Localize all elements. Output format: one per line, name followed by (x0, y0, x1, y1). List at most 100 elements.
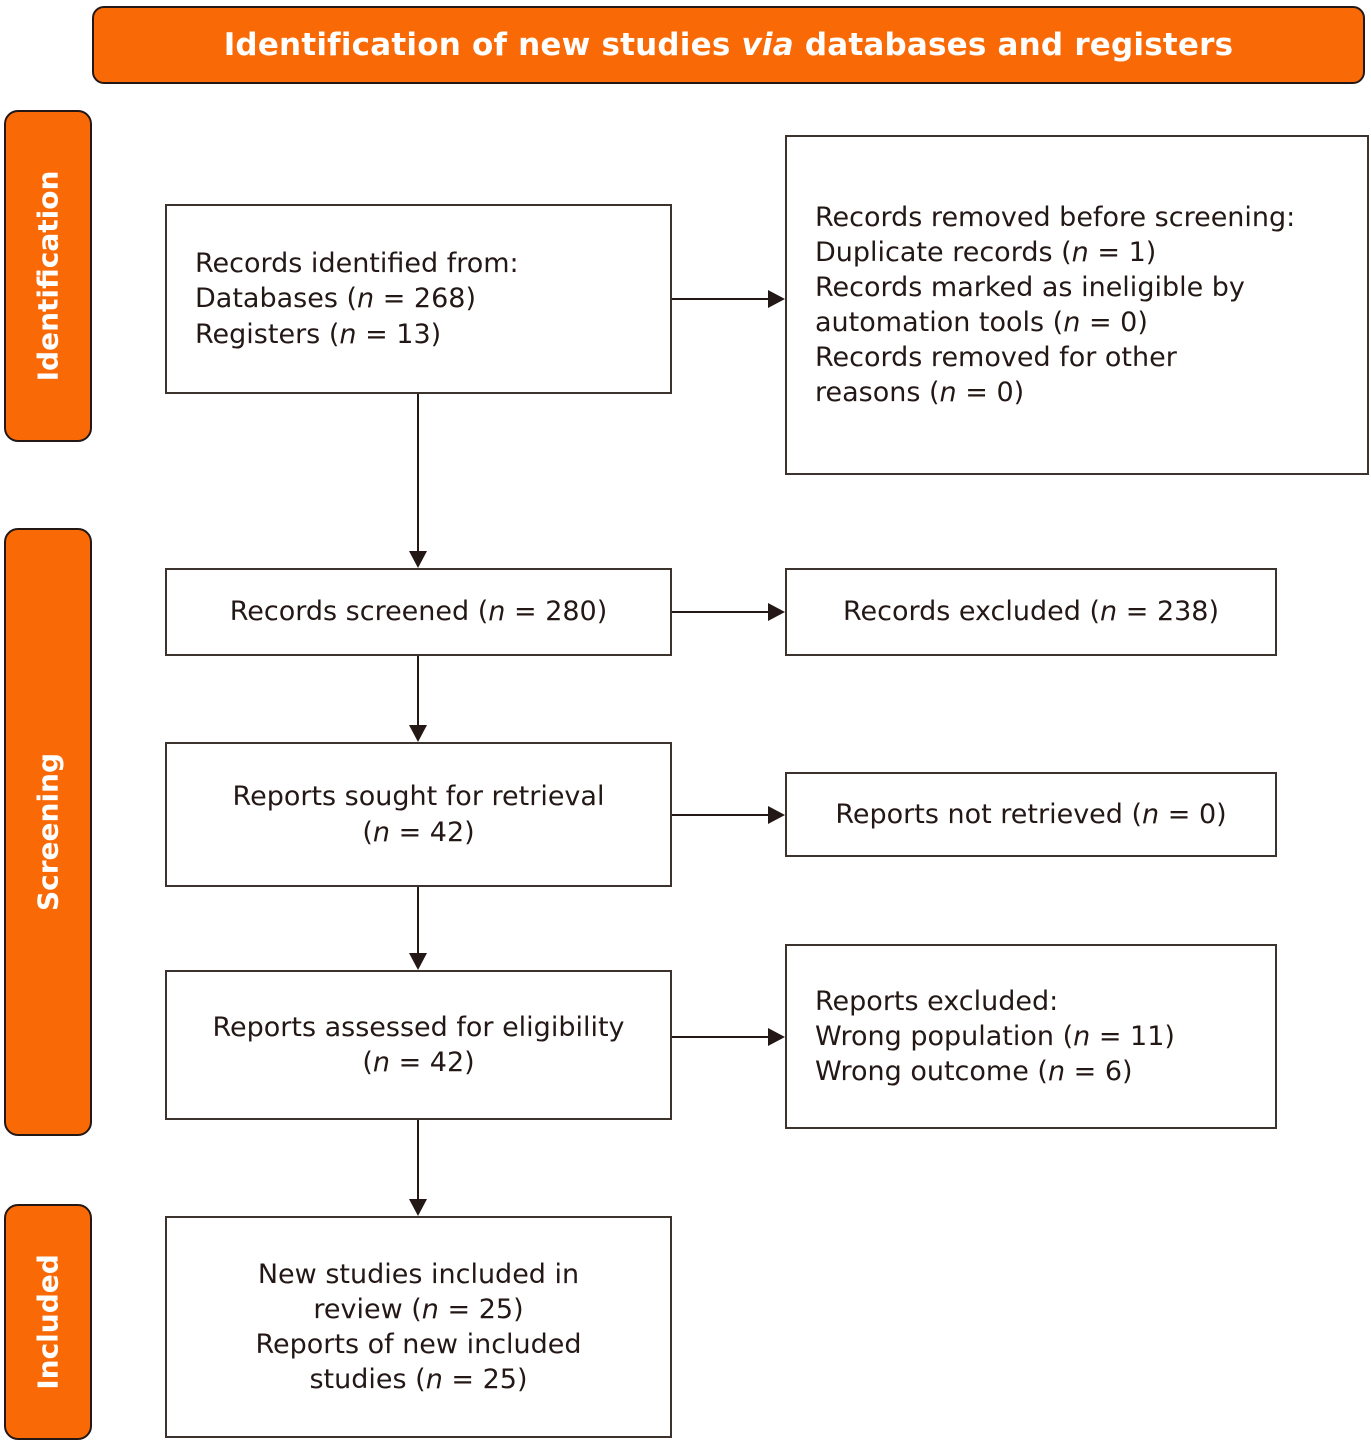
box-reports-excluded-reasons: Reports excluded: Wrong population (n = … (785, 944, 1277, 1129)
connector-screened-to-excluded (672, 611, 768, 613)
reports-not-retrieved-count: = 0) (1159, 798, 1227, 830)
stage-tab-identification: Identification (4, 110, 92, 442)
connector-screened-to-sought (417, 656, 419, 725)
box-new-studies-line-2: review (n = 25) (313, 1292, 523, 1327)
box-reports-sought-line-2: (n = 42) (362, 815, 474, 850)
box-records-removed-before-screening: Records removed before screening: Duplic… (785, 135, 1369, 475)
box-records-screened: Records screened (n = 280) (165, 568, 672, 656)
stage-label-identification: Identification (31, 170, 65, 382)
box-reports-excluded-line-2: Wrong population (n = 11) (787, 1019, 1275, 1054)
wrong-population-n-symbol: n (1073, 1020, 1091, 1052)
wrong-outcome-count: = 6) (1065, 1056, 1133, 1088)
connector-identified-to-screened (417, 394, 419, 551)
arrow-down-icon (409, 551, 427, 568)
box-records-removed-line-6: reasons (n = 0) (787, 375, 1367, 410)
box-reports-not-retrieved-line-1: Reports not retrieved (n = 0) (835, 797, 1226, 832)
arrow-down-icon (409, 725, 427, 742)
review-count: = 25) (438, 1293, 524, 1325)
reports-not-retrieved-n-symbol: n (1142, 798, 1160, 830)
arrow-right-icon (768, 290, 785, 308)
box-new-studies-line-3: Reports of new included (255, 1329, 582, 1360)
arrow-right-icon (768, 806, 785, 824)
box-reports-not-retrieved: Reports not retrieved (n = 0) (785, 772, 1277, 857)
box-records-identified-line-3: Registers (n = 13) (167, 317, 670, 352)
box-records-removed-line-5: Records removed for other (815, 342, 1177, 374)
other-reasons-count: = 0) (956, 377, 1025, 409)
arrow-down-icon (409, 1199, 427, 1216)
box-records-removed-line-1: Records removed before screening: (815, 201, 1296, 233)
reports-assessed-count: = 42) (389, 1047, 475, 1078)
stage-label-screening: Screening (31, 752, 65, 912)
arrow-down-icon (409, 953, 427, 970)
reports-not-retrieved-label: Reports not retrieved ( (835, 798, 1143, 830)
reports-assessed-paren: ( (362, 1047, 373, 1078)
diagram-title-part2: databases and registers (793, 27, 1234, 63)
box-reports-excluded-line-3: Wrong outcome (n = 6) (787, 1054, 1275, 1089)
databases-count: = 268) (374, 283, 476, 315)
box-reports-sought-line-1: Reports sought for retrieval (232, 781, 605, 813)
box-records-removed-line-2: Duplicate records (n = 1) (787, 235, 1367, 270)
box-new-studies-line-1: New studies included in (257, 1258, 580, 1290)
box-reports-assessed-line-2: (n = 42) (362, 1045, 474, 1080)
stage-tab-screening: Screening (4, 528, 92, 1136)
duplicate-records-count: = 1) (1088, 236, 1157, 268)
databases-n-symbol: n (357, 283, 375, 315)
box-records-excluded: Records excluded (n = 238) (785, 568, 1277, 656)
box-records-identified: Records identified from: Databases (n = … (165, 204, 672, 394)
connector-assessed-to-new-studies (417, 1120, 419, 1199)
duplicate-records-n-symbol: n (1071, 236, 1089, 268)
diagram-title: Identification of new studies via databa… (224, 27, 1234, 63)
wrong-population-label: Wrong population ( (815, 1020, 1074, 1052)
wrong-population-count: = 11) (1090, 1020, 1175, 1052)
reports-sought-n-symbol: n (372, 816, 390, 848)
review-label: review ( (313, 1293, 422, 1325)
registers-n-symbol: n (339, 318, 357, 350)
box-reports-assessed-for-eligibility: Reports assessed for eligibility (n = 42… (165, 970, 672, 1120)
automation-tools-n-symbol: n (1063, 307, 1081, 338)
records-screened-label: Records screened ( (229, 596, 489, 628)
diagram-header-banner: Identification of new studies via databa… (92, 6, 1365, 84)
box-records-screened-line-1: Records screened (n = 280) (230, 594, 608, 629)
records-screened-count: = 280) (505, 596, 608, 628)
review-n-symbol: n (421, 1293, 439, 1325)
box-records-removed-line-4: automation tools (n = 0) (787, 305, 1367, 340)
diagram-title-part1: Identification of new studies (223, 27, 742, 63)
records-excluded-count: = 238) (1117, 596, 1220, 628)
automation-tools-label: automation tools ( (815, 307, 1064, 338)
box-reports-excluded-line-1: Reports excluded: (815, 985, 1059, 1017)
reports-assessed-n-symbol: n (372, 1047, 390, 1078)
registers-count: = 13) (356, 318, 442, 350)
arrow-right-icon (768, 1028, 785, 1046)
box-new-studies-included: New studies included in review (n = 25) … (165, 1216, 672, 1438)
stage-tab-included: Included (4, 1204, 92, 1440)
reports-studies-count: = 25) (442, 1364, 528, 1396)
records-excluded-n-symbol: n (1100, 596, 1118, 628)
diagram-title-via: via (741, 27, 794, 63)
connector-sought-to-not-retrieved (672, 814, 768, 816)
automation-tools-count: = 0) (1080, 307, 1148, 338)
reports-sought-count: = 42) (389, 816, 475, 848)
duplicate-records-label: Duplicate records ( (815, 236, 1072, 268)
other-reasons-label: reasons ( (815, 377, 940, 409)
box-records-removed-line-3: Records marked as ineligible by (815, 271, 1245, 303)
connector-assessed-to-reports-excluded (672, 1036, 768, 1038)
connector-identified-to-removed (672, 298, 768, 300)
other-reasons-n-symbol: n (939, 377, 957, 409)
wrong-outcome-n-symbol: n (1047, 1056, 1066, 1088)
wrong-outcome-label: Wrong outcome ( (815, 1056, 1048, 1088)
reports-studies-label: studies ( (309, 1364, 426, 1396)
box-new-studies-line-4: studies (n = 25) (309, 1362, 527, 1397)
databases-label: Databases ( (195, 283, 358, 315)
box-reports-assessed-line-1: Reports assessed for eligibility (212, 1011, 625, 1043)
connector-sought-to-assessed (417, 887, 419, 953)
arrow-right-icon (768, 603, 785, 621)
records-screened-n-symbol: n (488, 596, 506, 628)
reports-studies-n-symbol: n (425, 1364, 443, 1396)
box-records-identified-line-1: Records identified from: (195, 248, 519, 280)
box-records-identified-line-2: Databases (n = 268) (167, 281, 670, 316)
records-excluded-label: Records excluded ( (842, 596, 1101, 628)
box-records-excluded-line-1: Records excluded (n = 238) (843, 594, 1219, 629)
reports-sought-paren: ( (362, 816, 373, 848)
stage-label-included: Included (31, 1254, 65, 1390)
